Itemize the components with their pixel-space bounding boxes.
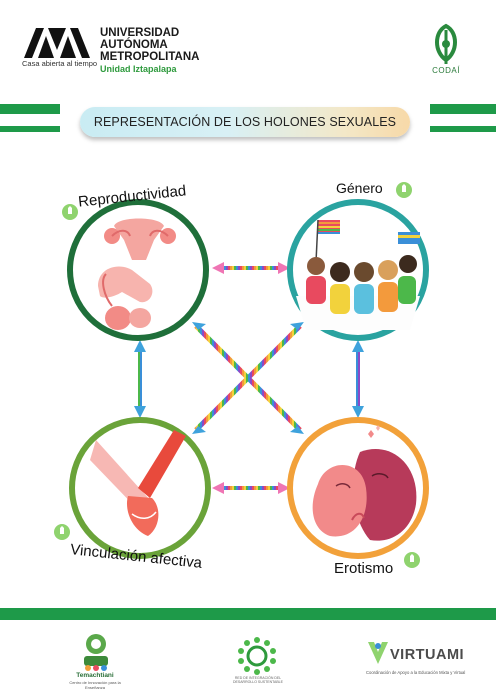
- title-band-right: [430, 104, 496, 114]
- holon-genero: [287, 199, 429, 341]
- red-integracion-logo-icon: [238, 637, 276, 675]
- holon-vinculacion: [69, 417, 211, 559]
- diverse-people-illustration: [296, 219, 420, 330]
- hand-pointer-icons: [54, 182, 420, 568]
- holon-reproductividad: [67, 199, 209, 341]
- virtuami-logo-icon: [368, 642, 388, 664]
- temachtiani-subtitle: Centro de Innovación para la Enseñanza: [69, 680, 121, 690]
- holding-hands-illustration: [90, 430, 186, 536]
- title-band-right-lower: [430, 126, 496, 132]
- uam-name-line3: METROPOLITANA: [100, 51, 200, 63]
- footer-band: [0, 608, 496, 620]
- diagonal-connectors: [192, 322, 304, 434]
- virtuami-subtitle: Coordinación de Apoyo a la Educación Mix…: [366, 670, 466, 675]
- uam-name-line1: UNIVERSIDAD: [100, 27, 180, 39]
- page-title: REPRESENTACIÓN DE LOS HOLONES SEXUALES: [80, 107, 410, 137]
- title-band-left-lower: [0, 126, 60, 132]
- holon-erotismo: [287, 417, 429, 559]
- virtuami-label: VIRTUAMI: [390, 647, 465, 663]
- reproductive-organs-illustration: [98, 218, 176, 330]
- uam-unit: Unidad Iztapalapa: [100, 64, 177, 74]
- codai-logo-icon: [435, 23, 457, 64]
- uam-tagline: Casa abierta al tiempo: [22, 59, 98, 68]
- temachtiani-label: Temachtiani: [76, 672, 114, 679]
- uam-name-line2: AUTÓNOMA: [100, 39, 168, 51]
- label-erotismo: Erotismo: [334, 560, 394, 577]
- vertical-connectors: [134, 340, 364, 418]
- title-band-left: [0, 104, 60, 114]
- horizontal-connectors: [212, 262, 290, 494]
- label-genero: Género: [336, 180, 383, 196]
- uam-name: UNIVERSIDAD AUTÓNOMA METROPOLITANA Unida…: [100, 27, 199, 75]
- uam-logo-icon: [24, 28, 90, 58]
- temachtiani-logo-icon: [84, 634, 108, 671]
- red-integracion-subtitle: RED DE INTEGRACIÓN DEL DESARROLLO SUSTEN…: [233, 676, 283, 684]
- codai-label: CODAÍ: [432, 66, 460, 75]
- kissing-faces-illustration: [312, 425, 417, 541]
